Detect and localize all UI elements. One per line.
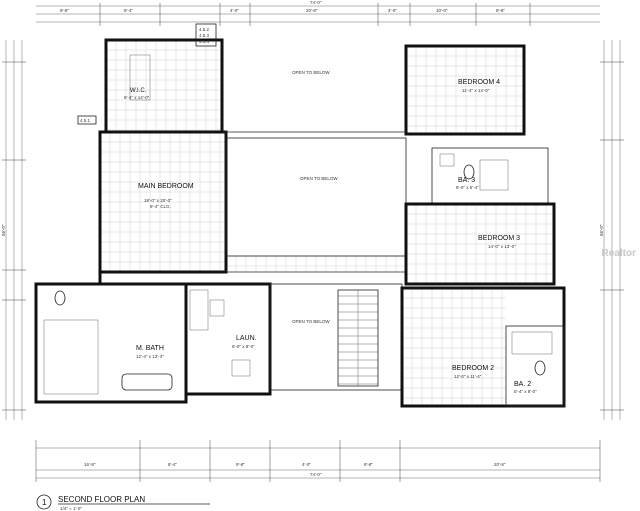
- room-size-main-bedroom: 18'-0" x 20'-0": [144, 198, 172, 203]
- room-ceiling-main-bedroom: 9'-4" CLG.: [150, 204, 171, 209]
- dim-left-overall: 56'-0": [1, 224, 6, 236]
- walls: [34, 38, 566, 408]
- room-size-ba3: 8'-0" x 5'-4": [456, 185, 479, 190]
- room-size-wic: 8'-4" x 14'-0": [124, 95, 150, 100]
- dim-top-seg-7: 8'-8": [496, 8, 505, 13]
- dimension-lines: [2, 3, 624, 482]
- dim-top-seg-1: 9'-8": [60, 8, 69, 13]
- watermark-text: Realtor: [601, 248, 636, 259]
- dim-top-seg-2: 8'-4": [124, 8, 133, 13]
- callouts: 4.5.2 4.5.3 4.5.4 4.5.1: [77, 23, 217, 125]
- room-label-m-bath: M. BATH: [136, 345, 164, 352]
- dimension-text: 74'-0" 9'-8" 8'-4" 4'-0" 20'-8" 4'-0" 10…: [1, 0, 604, 477]
- room-size-bedroom4: 11'-4" x 14'-0": [462, 88, 490, 93]
- dim-bottom-seg-5: 8'-8": [364, 462, 373, 467]
- dim-top-seg-5: 4'-0": [388, 8, 397, 13]
- room-size-ba2: 5'-4" x 8'-0": [514, 389, 537, 394]
- room-size-m-bath: 12'-4" x 13'-4": [136, 354, 164, 359]
- dim-bottom-overall: 74'-0": [310, 472, 322, 477]
- callout-tag-1: 4.5.2: [199, 27, 210, 32]
- room-label-open-below-center: OPEN TO BELOW: [300, 176, 338, 181]
- room-size-bedroom2: 12'-0" x 11'-4": [454, 374, 482, 379]
- dim-top-overall: 74'-0": [310, 0, 322, 5]
- room-label-ba3: BA. 3: [458, 177, 475, 184]
- plan-scale: 1/4" = 1'-0": [60, 506, 82, 511]
- room-label-open-below-stair: OPEN TO BELOW: [292, 319, 330, 324]
- room-label-laun: LAUN.: [236, 335, 257, 342]
- room-label-main-bedroom: MAIN BEDROOM: [138, 183, 194, 190]
- room-label-bedroom3: BEDROOM 3: [478, 235, 520, 242]
- room-label-bedroom2: BEDROOM 2: [452, 365, 494, 372]
- dim-bottom-seg-6: 20'-8": [494, 462, 506, 467]
- plan-callout-number: 1: [42, 498, 47, 507]
- dim-bottom-seg-1: 16'-8": [84, 462, 96, 467]
- room-label-wic: W.I.C.: [130, 88, 147, 94]
- floor-tile-pattern: [99, 39, 554, 406]
- dim-bottom-seg-3: 9'-8": [236, 462, 245, 467]
- room-size-laun: 6'-0" x 8'-0": [232, 344, 255, 349]
- plan-title: SECOND FLOOR PLAN: [58, 495, 145, 504]
- room-size-bedroom3: 14'-0" x 13'-0": [488, 244, 516, 249]
- dim-right-overall: 56'-0": [599, 224, 604, 236]
- callout-tag-3: 4.5.4: [199, 39, 210, 44]
- fixtures: [43, 54, 553, 395]
- dim-top-seg-3: 4'-0": [230, 8, 239, 13]
- room-label-bedroom4: BEDROOM 4: [458, 79, 500, 86]
- stairs: [337, 289, 379, 387]
- dim-top-seg-6: 10'-0": [436, 8, 448, 13]
- callout-tag-4: 4.5.1: [80, 118, 91, 123]
- room-labels: W.I.C. 8'-4" x 14'-0" MAIN BEDROOM 18'-0…: [124, 70, 537, 394]
- room-label-ba2: BA. 2: [514, 381, 531, 388]
- dim-bottom-seg-2: 8'-4": [168, 462, 177, 467]
- plan-title-block: 1 SECOND FLOOR PLAN 1/4" = 1'-0": [36, 494, 210, 511]
- callout-tag-2: 4.5.3: [199, 33, 210, 38]
- dim-top-seg-4: 20'-8": [306, 8, 318, 13]
- room-label-open-below-top: OPEN TO BELOW: [292, 70, 330, 75]
- dim-bottom-seg-4: 4'-0": [302, 462, 311, 467]
